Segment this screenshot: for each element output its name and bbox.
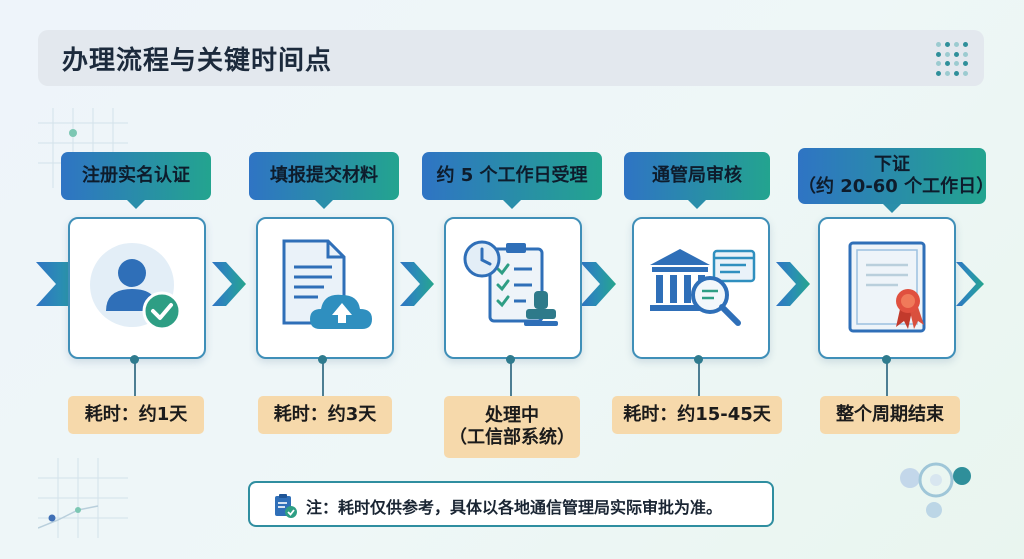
- step-2-time: 耗时：约3天: [258, 396, 392, 434]
- step-2-card: [256, 217, 394, 359]
- step-5-label-line1: 下证: [874, 154, 910, 175]
- step-3-time-line1: 处理中: [485, 405, 539, 426]
- step-5-time-text: 整个周期结束: [836, 404, 944, 425]
- decorative-grid-bottom: [38, 458, 128, 538]
- decorative-circles: [900, 462, 971, 518]
- step-5-stem-dot: [882, 355, 891, 364]
- step-4-time: 耗时：约15-45天: [612, 396, 782, 434]
- step-5-label: 下证 （约 20-60 个工作日）: [798, 148, 995, 213]
- step-2-label-text: 填报提交材料: [270, 165, 378, 186]
- bank-magnifier-icon: [650, 249, 756, 326]
- step-4-label: 通管局审核: [624, 152, 770, 209]
- user-check-icon: [90, 243, 182, 331]
- step-1-card: [68, 217, 206, 359]
- step-2-stem-dot: [318, 355, 327, 364]
- step-3-stem-dot: [506, 355, 515, 364]
- step-2-stem: [322, 357, 324, 396]
- step-1-label-text: 注册实名认证: [82, 165, 190, 186]
- step-2-label: 填报提交材料: [249, 152, 399, 209]
- step-3-time: 处理中 （工信部系统）: [444, 396, 580, 458]
- step-4-stem-dot: [694, 355, 703, 364]
- step-4-stem: [698, 357, 700, 396]
- certificate-icon: [848, 241, 926, 333]
- step-4-label-text: 通管局审核: [652, 165, 742, 186]
- step-3-label-text: 约 5 个工作日受理: [436, 165, 588, 186]
- step-5-label-line2: （约 20-60 个工作日）: [798, 176, 995, 197]
- step-1-label: 注册实名认证: [61, 152, 211, 209]
- step-3-label: 约 5 个工作日受理: [422, 152, 602, 209]
- step-1-time-text: 耗时：约1天: [84, 404, 188, 425]
- step-1-time: 耗时：约1天: [68, 396, 204, 434]
- step-4-card: [632, 217, 770, 359]
- clock-checklist-stamp-icon: [463, 240, 558, 326]
- document-upload-icon: [282, 239, 372, 329]
- step-2-time-text: 耗时：约3天: [273, 404, 377, 425]
- clipboard-check-icon: [275, 494, 297, 518]
- title-bar: 办理流程与关键时间点: [38, 30, 984, 86]
- step-3-stem: [510, 357, 512, 396]
- step-4-time-text: 耗时：约15-45天: [623, 404, 771, 425]
- step-5-card: [818, 217, 956, 359]
- step-3-card: [444, 217, 582, 359]
- step-3-time-line2: （工信部系统）: [449, 427, 575, 448]
- note-text: 注：耗时仅供参考，具体以各地通信管理局实际审批为准。: [306, 498, 723, 517]
- dots-icon: [936, 42, 970, 76]
- step-5-stem: [886, 357, 888, 396]
- page-title: 办理流程与关键时间点: [62, 46, 333, 76]
- note-box: 注：耗时仅供参考，具体以各地通信管理局实际审批为准。: [248, 481, 774, 527]
- step-5-time: 整个周期结束: [820, 396, 960, 434]
- step-1-stem: [134, 357, 136, 396]
- step-1-stem-dot: [130, 355, 139, 364]
